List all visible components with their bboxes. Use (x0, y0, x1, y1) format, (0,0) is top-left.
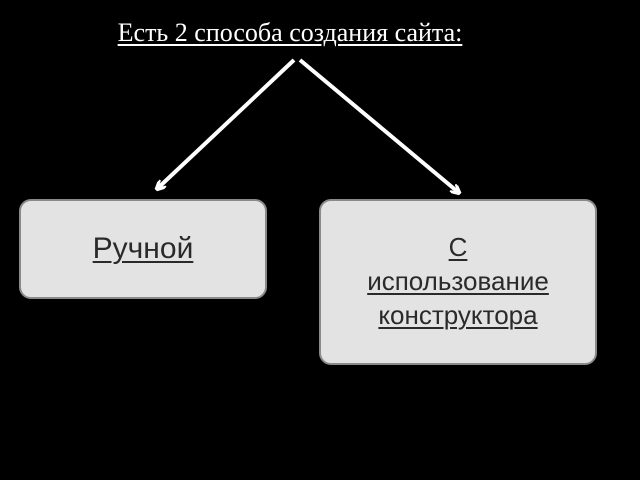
arrow-to-manual (158, 58, 296, 188)
constructor-line-3: конструктора (378, 299, 538, 330)
constructor-line-2: использование (367, 266, 549, 297)
arrow-to-constructor (298, 58, 458, 192)
constructor-line-1: С (448, 232, 468, 263)
manual-method-label: Ручной (92, 232, 194, 265)
constructor-method-box: С использование конструктора (319, 199, 597, 365)
constructor-method-label: С использование конструктора (367, 231, 549, 332)
diagram-title: Есть 2 способа создания сайта: (117, 18, 463, 47)
manual-method-box: Ручной (19, 199, 267, 299)
